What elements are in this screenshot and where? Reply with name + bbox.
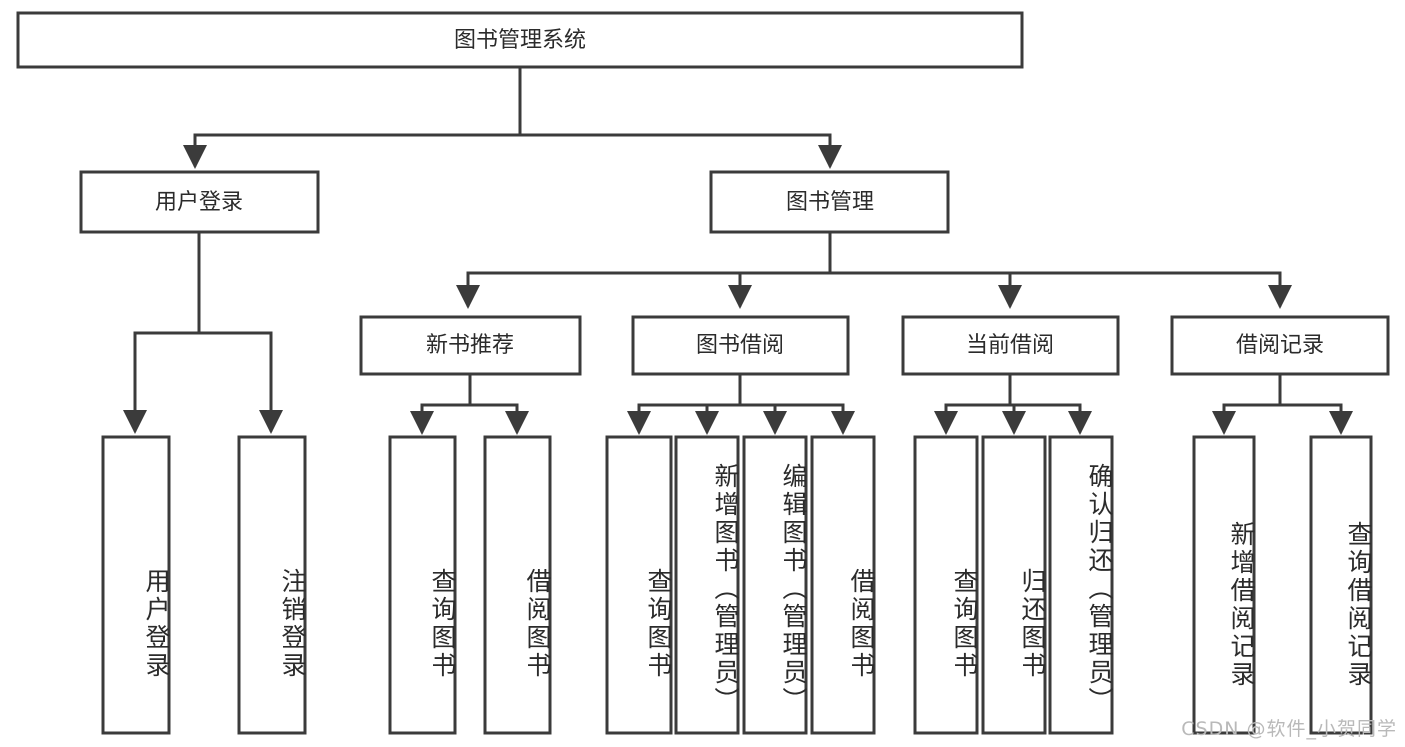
- connector-group-book-management: [456, 230, 1292, 309]
- node-book-borrow-box[interactable]: [631, 315, 850, 376]
- node-leaf-add-record-box[interactable]: [1192, 435, 1256, 735]
- connector-group-user-login: [123, 230, 283, 434]
- node-new-book-recommend-label: 新书推荐: [426, 333, 514, 358]
- node-current-borrow-label: 当前借阅: [966, 333, 1054, 358]
- node-leaf-borrow-book-1-box[interactable]: [483, 435, 552, 735]
- node-book-borrow-label: 图书借阅: [696, 333, 784, 358]
- node-leaf-query-book-3-box[interactable]: [913, 435, 979, 735]
- connector-group-new-book-recommend: [410, 372, 529, 435]
- node-book-borrow[interactable]: 图书借阅: [631, 315, 850, 376]
- node-user-login[interactable]: 用户登录: [79, 170, 320, 234]
- node-leaf-logout-login-box[interactable]: [237, 435, 307, 735]
- node-borrow-record-label: 借阅记录: [1236, 333, 1324, 358]
- connector-group-current-borrow: [934, 372, 1092, 435]
- connector-group-borrow-record: [1212, 372, 1353, 435]
- node-borrow-record[interactable]: 借阅记录: [1170, 315, 1390, 376]
- node-leaf-query-book-1-box[interactable]: [388, 435, 457, 735]
- node-root-label: 图书管理系统: [454, 28, 586, 53]
- connector-group-book-borrow: [627, 372, 855, 435]
- node-book-management-box[interactable]: [709, 170, 950, 234]
- node-borrow-record-box[interactable]: [1170, 315, 1390, 376]
- node-current-borrow-box[interactable]: [901, 315, 1120, 376]
- node-leaf-add-book-box[interactable]: [674, 435, 740, 735]
- watermark-text: CSDN @软件_小贺同学: [1181, 718, 1397, 740]
- node-leaf-user-login-box[interactable]: [101, 435, 171, 735]
- node-root-box[interactable]: [16, 11, 1024, 69]
- node-current-borrow[interactable]: 当前借阅: [901, 315, 1120, 376]
- node-leaf-return-book-box[interactable]: [981, 435, 1047, 735]
- node-new-book-recommend-box[interactable]: [359, 315, 582, 376]
- node-leaf-edit-book-box[interactable]: [742, 435, 808, 735]
- node-book-management[interactable]: 图书管理: [709, 170, 950, 234]
- node-book-management-label: 图书管理: [786, 190, 874, 215]
- node-root[interactable]: 图书管理系统: [16, 11, 1024, 69]
- node-user-login-box[interactable]: [79, 170, 320, 234]
- node-leaf-query-record-box[interactable]: [1309, 435, 1373, 735]
- node-leaf-query-book-2-box[interactable]: [605, 435, 673, 735]
- node-new-book-recommend[interactable]: 新书推荐: [359, 315, 582, 376]
- node-leaf-borrow-book-2-box[interactable]: [810, 435, 876, 735]
- connector-group-root: [183, 65, 842, 169]
- node-leaf-confirm-return-box[interactable]: [1048, 435, 1114, 735]
- node-user-login-label: 用户登录: [155, 190, 243, 215]
